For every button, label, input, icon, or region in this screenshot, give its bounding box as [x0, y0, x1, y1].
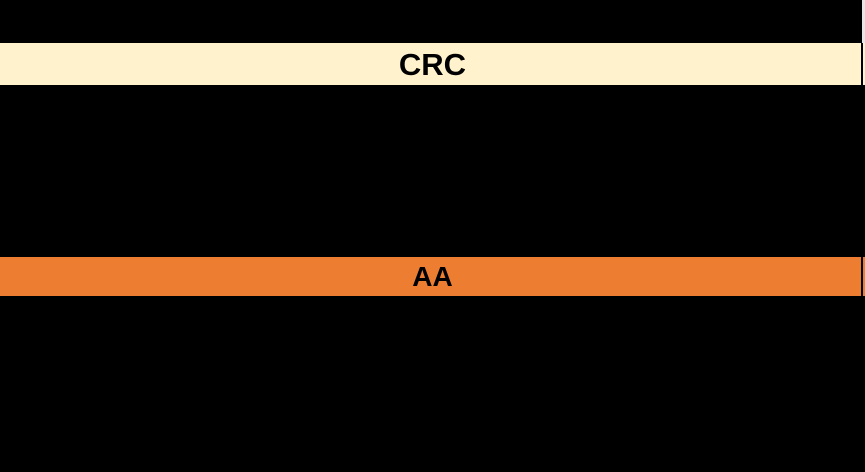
band-crc-label: CRC [398, 46, 467, 82]
band-aa-label: AA [412, 260, 453, 292]
band-aa-right-divider [860, 257, 863, 296]
right-edge-strip [862, 0, 865, 43]
band-crc: CRC [0, 43, 865, 85]
band-crc-right-divider [860, 43, 863, 85]
band-aa: AA [0, 257, 865, 296]
